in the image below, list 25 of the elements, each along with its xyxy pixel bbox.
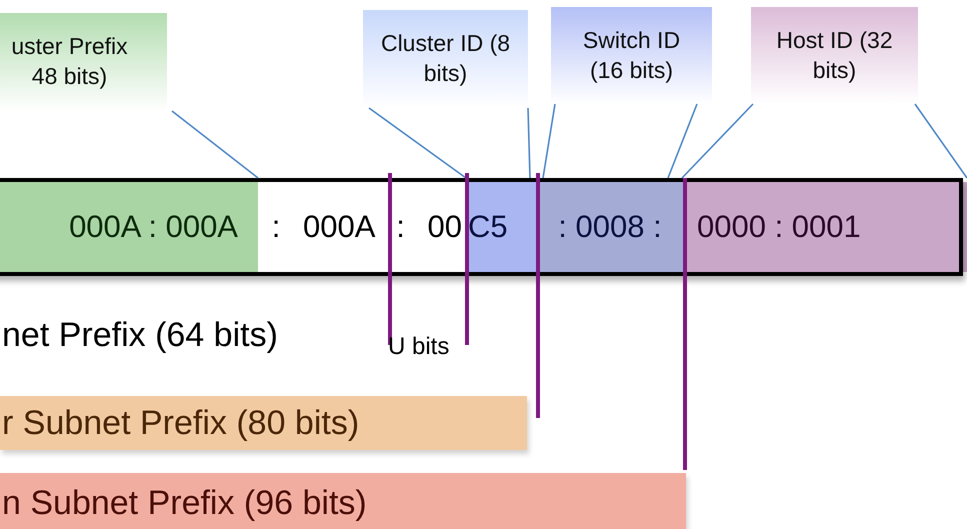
leader-line [914,104,967,178]
prefix-band [0,473,686,529]
node-text: uster Prefix 48 bits) [10,32,129,91]
node-text: : 0008 : [558,209,662,245]
bit-range-label: net Prefix (64 bits) [2,316,278,355]
bit-range-label: U bits [388,333,450,361]
node-text: n Subnet Prefix (96 bits) [2,484,367,522]
leader-line [368,107,466,179]
node-text: : 000A : 00 [272,209,462,245]
node-text: Switch ID (16 bits) [582,26,682,85]
node-text: r Subnet Prefix (80 bits) [2,404,360,442]
leader-line [172,110,258,179]
node-text: C5 [468,209,508,245]
address-segment [537,182,683,272]
node-text: 0000 : 0001 [697,209,861,245]
leader-line [527,108,531,178]
address-segment [0,182,258,272]
leader-line [542,104,556,178]
address-segment [468,182,537,272]
node-text: Cluster ID (8 bits) [380,29,512,88]
leader-line [681,103,754,179]
node-text: Host ID (32 bits) [775,26,894,85]
prefix-band [0,396,527,450]
leader-line [667,104,698,178]
node-text: 000A : 000A [69,209,238,245]
